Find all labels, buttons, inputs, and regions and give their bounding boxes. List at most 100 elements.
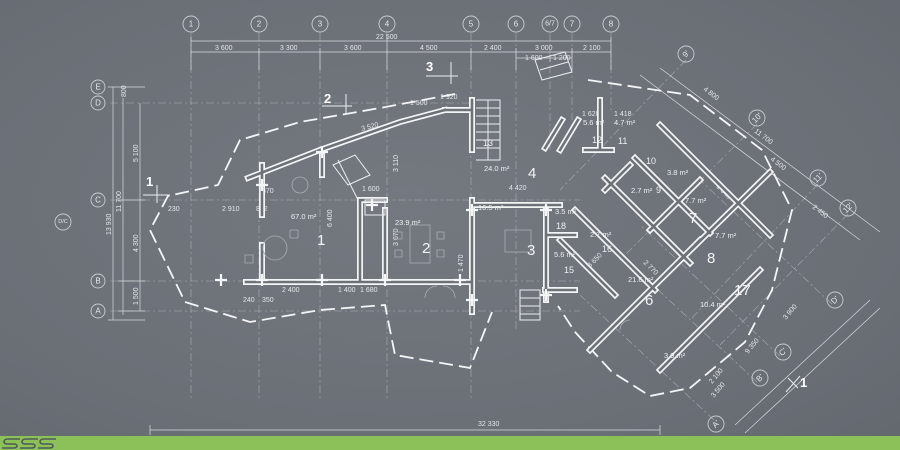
svg-text:2 450: 2 450: [811, 204, 829, 220]
building-outline: [148, 79, 793, 397]
svg-text:1 200: 1 200: [553, 55, 571, 62]
svg-text:6: 6: [645, 292, 653, 309]
svg-text:4: 4: [528, 165, 536, 182]
room-numbers: 1 2 3 4 6 7 8 9 10 11 12 13 15 16 17 18: [317, 135, 751, 309]
svg-text:2.7 m²: 2.7 m²: [631, 186, 653, 195]
svg-text:67.0 m²: 67.0 m²: [291, 212, 317, 221]
svg-text:2: 2: [324, 91, 331, 106]
svg-text:6 400: 6 400: [327, 209, 334, 227]
svg-text:D': D': [829, 294, 841, 306]
svg-text:1 470: 1 470: [458, 254, 465, 272]
svg-text:4 420: 4 420: [509, 185, 527, 192]
footer-accent-bar: [0, 436, 900, 450]
svg-text:3 600: 3 600: [215, 45, 233, 52]
svg-text:18: 18: [556, 221, 566, 231]
svg-text:11 700: 11 700: [753, 128, 774, 146]
svg-text:1 920: 1 920: [440, 94, 458, 101]
svg-text:2.7 m²: 2.7 m²: [590, 230, 612, 239]
svg-text:17: 17: [734, 282, 751, 299]
svg-text:3: 3: [318, 20, 323, 29]
svg-text:1 500: 1 500: [133, 287, 140, 305]
svg-text:8: 8: [707, 250, 715, 267]
svg-text:2: 2: [257, 20, 262, 29]
svg-text:4 300: 4 300: [133, 234, 140, 252]
svg-text:A: A: [95, 307, 101, 316]
svg-text:8: 8: [609, 20, 614, 29]
grid-lines: [110, 33, 849, 421]
svg-text:4.7 m²: 4.7 m²: [614, 118, 636, 127]
svg-text:3.8 m²: 3.8 m²: [667, 168, 689, 177]
svg-text:230: 230: [168, 206, 180, 213]
right-dimension-lines: [639, 67, 881, 434]
svg-text:9: 9: [656, 185, 661, 195]
svg-text:B': B': [754, 372, 766, 384]
svg-text:3 670: 3 670: [393, 228, 400, 246]
svg-text:3: 3: [426, 59, 433, 74]
section-markers: 1 2 3 1: [143, 59, 807, 393]
svg-text:1 680: 1 680: [360, 287, 378, 294]
svg-text:1: 1: [317, 232, 325, 249]
svg-text:D: D: [95, 99, 101, 108]
svg-text:1 500: 1 500: [410, 100, 428, 107]
svg-text:A': A': [710, 418, 722, 430]
svg-text:3 110: 3 110: [393, 155, 400, 172]
bottom-dimension-line: [149, 425, 661, 435]
svg-text:7: 7: [689, 210, 697, 227]
stairs: [332, 51, 573, 321]
furniture: [244, 176, 631, 331]
svg-text:3 520: 3 520: [361, 122, 380, 133]
svg-text:350: 350: [262, 297, 274, 304]
svg-text:15: 15: [564, 265, 574, 275]
svg-text:10.4 m²: 10.4 m²: [700, 300, 726, 309]
svg-text:D/C: D/C: [58, 219, 68, 225]
svg-text:13: 13: [483, 138, 493, 148]
svg-text:B: B: [95, 277, 100, 286]
svg-text:9': 9': [681, 48, 692, 59]
svg-text:4 800: 4 800: [702, 86, 720, 102]
svg-text:C': C': [777, 346, 789, 358]
svg-text:1 600: 1 600: [362, 186, 380, 193]
svg-text:13 930: 13 930: [106, 213, 113, 235]
top-dimension-lines: [190, 37, 612, 70]
top-axis-markers: 1 2 3 4 5 6 6/7 7 8: [182, 15, 620, 33]
walls: [243, 97, 775, 375]
svg-text:3 300: 3 300: [280, 45, 298, 52]
left-axis-markers: E D C B A D/C: [54, 79, 106, 319]
floor-plan-drawing: 1 2 3 4 5 6 6/7 7 8 E D C B A D/C 9' 10'…: [54, 15, 881, 435]
left-dimension-lines: [108, 86, 145, 321]
svg-text:22 500: 22 500: [376, 34, 398, 41]
svg-text:16.5 m²: 16.5 m²: [478, 203, 504, 212]
svg-text:C: C: [95, 196, 101, 205]
svg-text:1 600: 1 600: [525, 55, 543, 62]
svg-text:7: 7: [570, 20, 575, 29]
svg-text:11: 11: [618, 136, 627, 146]
svg-text:3.9 m²: 3.9 m²: [664, 351, 686, 360]
svg-text:240: 240: [243, 297, 255, 304]
svg-text:7.7 m²: 7.7 m²: [715, 231, 737, 240]
svg-text:1 418: 1 418: [614, 111, 632, 118]
svg-text:12': 12': [841, 201, 855, 215]
svg-text:E: E: [95, 83, 100, 92]
svg-text:2 400: 2 400: [484, 45, 502, 52]
svg-text:5.6 m²: 5.6 m²: [554, 250, 576, 259]
svg-text:870: 870: [262, 188, 274, 195]
svg-text:10': 10': [750, 111, 764, 125]
s2s-logo: [2, 438, 56, 449]
svg-text:6: 6: [514, 20, 519, 29]
svg-text:2 910: 2 910: [222, 206, 240, 213]
svg-text:3: 3: [527, 242, 535, 259]
room-areas: 67.0 m² 23.9 m² 24.0 m² 16.5 m² 21.6 m² …: [291, 118, 737, 360]
svg-text:10: 10: [646, 156, 656, 166]
svg-text:2 400: 2 400: [282, 287, 300, 294]
svg-text:9 350: 9 350: [744, 337, 761, 355]
svg-text:1: 1: [146, 174, 153, 189]
svg-text:21.6 m²: 21.6 m²: [628, 275, 654, 284]
svg-text:4: 4: [385, 20, 390, 29]
svg-text:1 620: 1 620: [582, 111, 600, 118]
svg-text:800: 800: [121, 85, 128, 97]
svg-text:3 900: 3 900: [782, 303, 799, 321]
svg-text:4 500: 4 500: [420, 45, 438, 52]
svg-text:32 330: 32 330: [478, 421, 500, 428]
svg-text:1: 1: [189, 20, 194, 29]
